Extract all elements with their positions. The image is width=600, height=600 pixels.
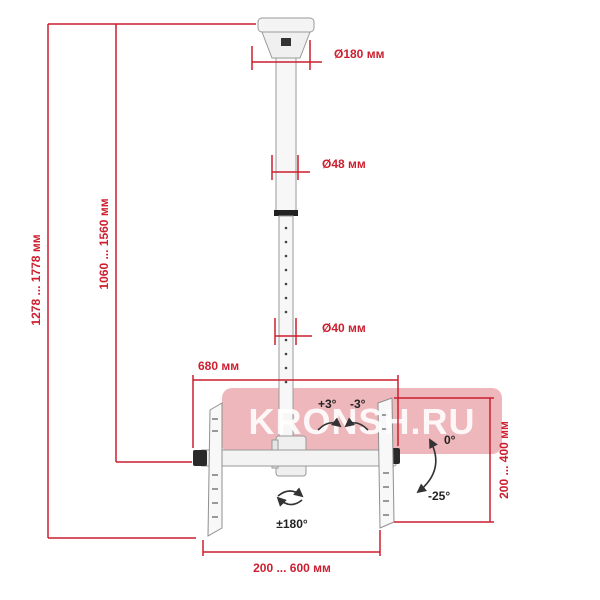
dimension-lines — [47, 23, 494, 556]
base-diameter-label: Ø180 мм — [334, 47, 385, 61]
tilt-zero-label: 0° — [444, 433, 456, 447]
pole-holes — [284, 226, 288, 384]
pole-length-label: 1060 ... 1560 мм — [97, 198, 111, 289]
frame-bar — [199, 449, 397, 467]
upper-pole-diameter-label: Ø48 мм — [322, 157, 366, 171]
frame-width-label: 680 мм — [198, 359, 239, 373]
tilt-plus-label: +3° — [318, 397, 337, 411]
frame-left-cap — [193, 450, 207, 466]
ceiling-plate — [257, 17, 315, 59]
vesa-horizontal-label: 200 ... 600 мм — [253, 561, 331, 575]
rotation-arrows — [276, 417, 438, 507]
watermark-text: KRONSH.RU — [248, 401, 475, 442]
total-height-label: 1278 ... 1778 мм — [29, 234, 43, 325]
pole-collar — [274, 210, 298, 216]
tilt-down-label: -25° — [428, 489, 450, 503]
tilt-minus-label: -3° — [350, 397, 366, 411]
swivel-label: ±180° — [276, 517, 308, 531]
left-vesa-arm — [207, 402, 223, 537]
lower-pole-diameter-label: Ø40 мм — [322, 321, 366, 335]
vesa-vertical-label: 200 ... 400 мм — [497, 421, 511, 499]
upper-pole — [275, 57, 297, 214]
